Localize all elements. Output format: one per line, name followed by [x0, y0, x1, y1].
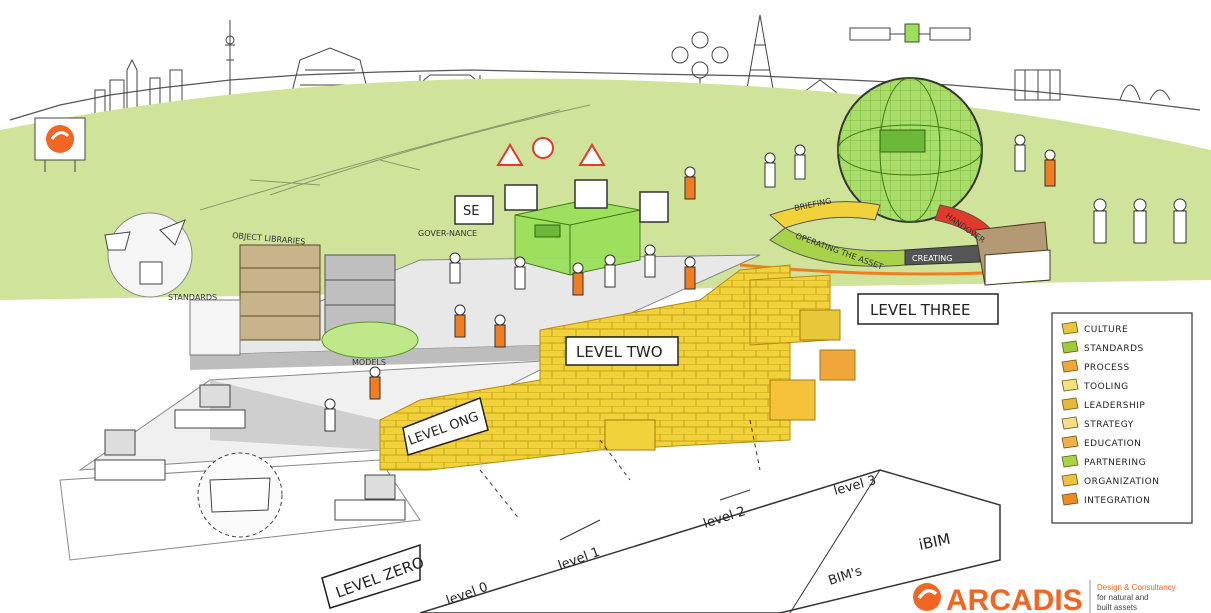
level-zero-desks	[94, 384, 406, 538]
brand-tagline-2: for natural and	[1097, 593, 1149, 602]
legend-label-integration: INTEGRATION	[1084, 496, 1150, 506]
sign-se-text: SE	[463, 204, 479, 219]
legend-items: CULTURE STANDARDS PROCESS TOOLING LEADERSHIP…	[1061, 321, 1159, 506]
level-two-label	[565, 336, 679, 366]
warning-signs	[454, 137, 669, 225]
models-label: MODELS	[352, 358, 386, 367]
lifecycle-arrows	[769, 201, 1001, 267]
brand-tagline-3: built assets	[1097, 603, 1137, 612]
field-lines	[199, 104, 591, 211]
level-zero-label	[321, 543, 421, 609]
legend-label-organization: ORGANIZATION	[1084, 477, 1159, 487]
legend-label-standards: STANDARDS	[1084, 344, 1144, 354]
level-one-label	[402, 396, 489, 456]
timeline-sheet	[419, 419, 1001, 613]
arcadis-logo	[913, 580, 1091, 613]
legend-swatch-strategy	[1061, 416, 1079, 430]
legend-label-leadership: LEADERSHIP	[1084, 401, 1145, 411]
legend-swatch-partnering	[1061, 454, 1079, 468]
brand-tagline-1: Design & Consultancy	[1097, 583, 1176, 592]
legend-label-process: PROCESS	[1084, 363, 1130, 373]
level-three-label	[857, 293, 999, 325]
governance-label: GOVER-NANCE	[418, 229, 477, 238]
people-figures	[324, 134, 1187, 432]
legend-label-strategy: STRATEGY	[1084, 420, 1134, 430]
brand-name: ARCADIS	[946, 584, 1083, 613]
legend-swatch-integration	[1061, 492, 1079, 506]
standards-label: STANDARDS	[168, 293, 217, 302]
legend-swatch-culture	[1061, 321, 1079, 335]
legend-label-culture: CULTURE	[1084, 325, 1128, 335]
legend-swatch-leadership	[1061, 397, 1079, 411]
lifecycle-creating: CREATING	[912, 254, 952, 263]
legend-label-tooling: TOOLING	[1083, 382, 1129, 392]
level-three-text: LEVEL THREE	[870, 301, 971, 319]
legend-swatch-education	[1061, 435, 1079, 449]
legend-label-partnering: PARTNERING	[1084, 458, 1146, 468]
object-library-shelves	[189, 244, 396, 356]
legend-swatch-tooling	[1061, 378, 1079, 392]
satellite-icon	[849, 23, 971, 43]
models-table	[321, 321, 419, 359]
globe-icon	[837, 77, 983, 223]
legend-swatch-organization	[1061, 473, 1079, 487]
loose-bricks	[604, 309, 856, 451]
standards-circle	[104, 212, 193, 298]
arcadis-sign-icon	[34, 117, 86, 172]
level-two-text: LEVEL TWO	[576, 343, 663, 361]
legend-label-education: EDUCATION	[1084, 439, 1141, 449]
legend-swatch-process	[1061, 359, 1079, 373]
briefcase-icon	[974, 221, 1051, 286]
legend-swatch-standards	[1061, 340, 1079, 354]
